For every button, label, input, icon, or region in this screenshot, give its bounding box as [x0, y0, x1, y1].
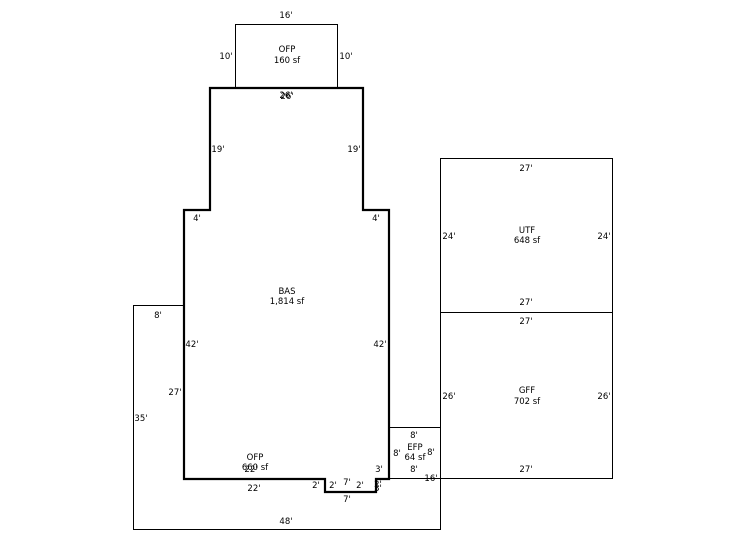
dimension-label: 8' — [154, 311, 162, 321]
dimension-label: 10' — [219, 52, 232, 62]
dimension-label: 8' — [410, 465, 418, 475]
dimension-label: 7' — [343, 495, 351, 505]
dimension-label: 27' — [168, 388, 181, 398]
dimension-label: 8' — [410, 431, 418, 441]
dimension-label: 26' — [280, 92, 293, 102]
dimension-label: 2' — [374, 480, 382, 490]
dimension-label: 27' — [519, 317, 532, 327]
area-size: 160 sf — [274, 56, 301, 66]
dimension-label: 16' — [279, 11, 292, 21]
area-size: 660 sf — [242, 463, 269, 473]
area-size: 702 sf — [514, 397, 541, 407]
dimension-label: 10' — [339, 52, 352, 62]
area-code: UTF — [519, 226, 535, 236]
dimension-label: 2' — [312, 481, 320, 491]
dimension-label: 26' — [442, 392, 455, 402]
dimension-label: 22' — [247, 484, 260, 494]
dimension-label: 4' — [372, 214, 380, 224]
area-code: OFP — [279, 45, 296, 55]
dimension-label: 8' — [427, 448, 435, 458]
dimension-label: 22' — [244, 465, 257, 475]
dimension-label: 24' — [442, 232, 455, 242]
dimension-label: 2' — [329, 481, 337, 491]
efp-outline — [389, 427, 441, 479]
dimension-label: 26' — [597, 392, 610, 402]
area-label-efp: EFP 64 sf — [405, 443, 427, 463]
dimension-label: 48' — [279, 517, 292, 527]
bas-outline — [182, 86, 391, 494]
area-size: 648 sf — [514, 236, 541, 246]
area-size: 1,814 sf — [270, 297, 305, 307]
dimension-label: 8' — [393, 449, 401, 459]
area-label-bas: BAS 1,814 sf — [270, 287, 305, 307]
ofp-bottom-outline — [133, 305, 441, 530]
area-size: 64 sf — [405, 453, 427, 463]
dimension-label: 7' — [343, 478, 351, 488]
dimension-label: 42' — [373, 340, 386, 350]
dimension-label: 19' — [211, 145, 224, 155]
dimension-label: 19' — [347, 145, 360, 155]
area-code: EFP — [407, 443, 422, 453]
area-label-utf: UTF 648 sf — [514, 226, 541, 246]
area-code: GFF — [519, 386, 535, 396]
dimension-label: 3' — [375, 465, 383, 475]
dimension-label: 26' — [279, 91, 292, 101]
dimension-label: 3' — [374, 484, 382, 494]
dimension-label: 35' — [134, 414, 147, 424]
dimension-label: 42' — [185, 340, 198, 350]
area-code: BAS — [278, 287, 295, 297]
area-label-ofp-bottom: OFP 660 sf — [242, 453, 269, 473]
dimension-label: 16' — [424, 474, 437, 484]
dimension-label: 4' — [193, 214, 201, 224]
area-label-gff: GFF 702 sf — [514, 386, 541, 407]
gff-outline — [440, 312, 613, 479]
dimension-label: 27' — [519, 465, 532, 475]
area-code: OFP — [247, 453, 264, 463]
area-label-ofp-top: OFP 160 sf — [274, 45, 301, 66]
dimension-label: 24' — [597, 232, 610, 242]
dimension-label: 2' — [356, 481, 364, 491]
dimension-label: 27' — [519, 164, 532, 174]
dimension-label: 27' — [519, 298, 532, 308]
